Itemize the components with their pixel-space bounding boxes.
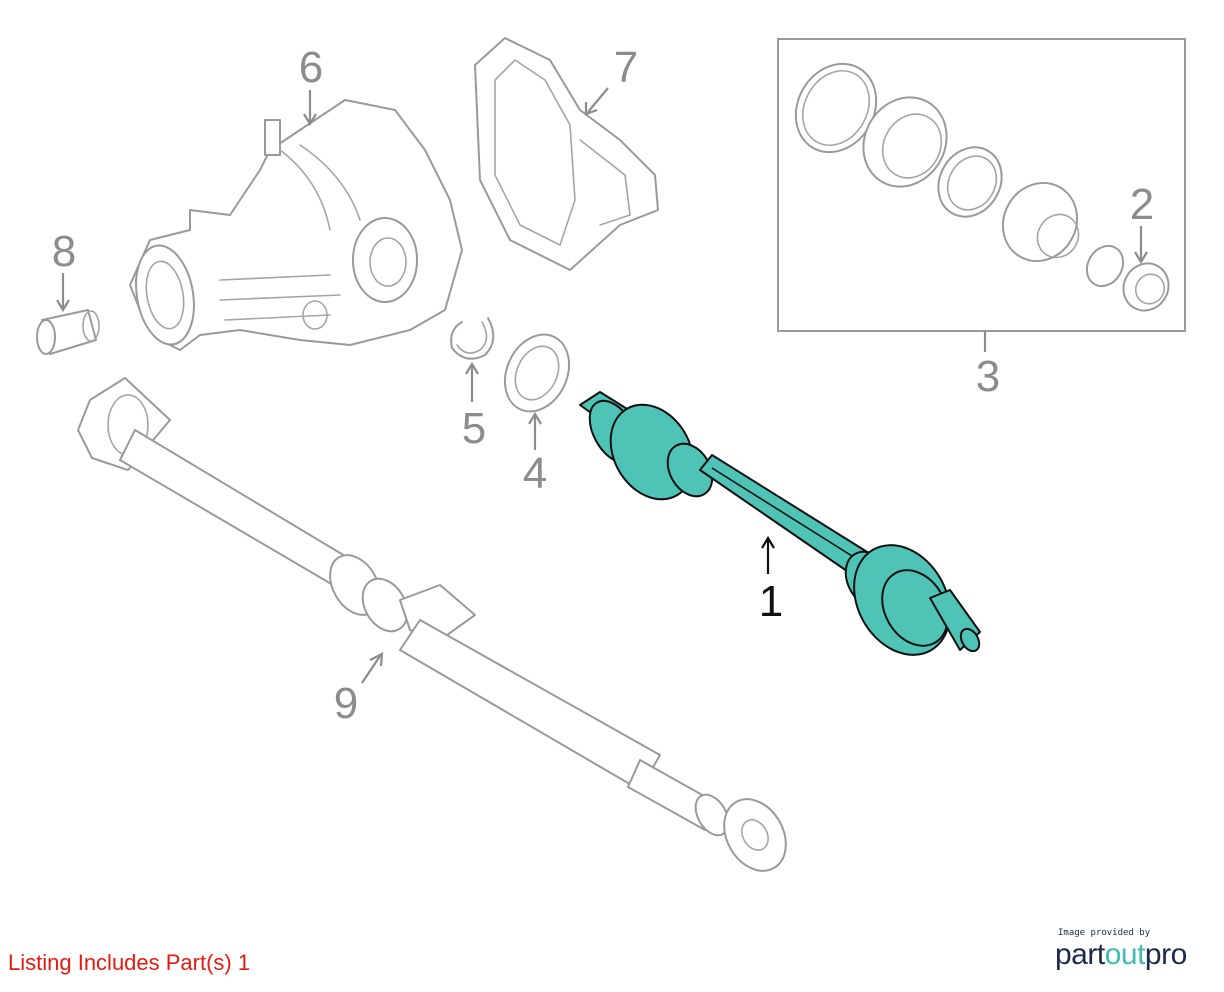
credit-caption: Image provided by xyxy=(1058,928,1151,938)
cv-joint-kit-box xyxy=(777,38,1186,352)
logo-pro: pro xyxy=(1144,938,1187,971)
listing-includes-text: Listing Includes Part(s) 1 xyxy=(8,950,251,975)
callout-9: 9 xyxy=(334,679,358,728)
driveshaft-part-9 xyxy=(77,377,787,872)
differential-housing-part-6 xyxy=(129,90,463,351)
bushing-part-8 xyxy=(36,273,100,355)
callout-2: 2 xyxy=(1130,180,1154,229)
callout-7: 7 xyxy=(614,43,638,92)
cv-joint-kit-parts xyxy=(794,62,1170,312)
seal-part-4 xyxy=(503,333,571,450)
callout-6: 6 xyxy=(299,43,323,92)
axle-shaft-part-1 xyxy=(579,391,981,656)
callout-3: 3 xyxy=(976,352,1000,401)
snap-ring-part-5 xyxy=(450,317,495,402)
cover-part-7 xyxy=(474,37,659,271)
callout-8: 8 xyxy=(52,227,76,276)
image-credit: Image provided by partoutpro xyxy=(1055,928,1205,972)
logo-out: out xyxy=(1104,938,1146,971)
partoutpro-logo: partoutpro xyxy=(1055,938,1205,972)
nut-part-2 xyxy=(1134,226,1148,265)
logo-part: part xyxy=(1055,938,1105,971)
callout-1: 1 xyxy=(759,577,783,626)
callout-5: 5 xyxy=(462,404,486,453)
callout-4: 4 xyxy=(523,449,547,498)
